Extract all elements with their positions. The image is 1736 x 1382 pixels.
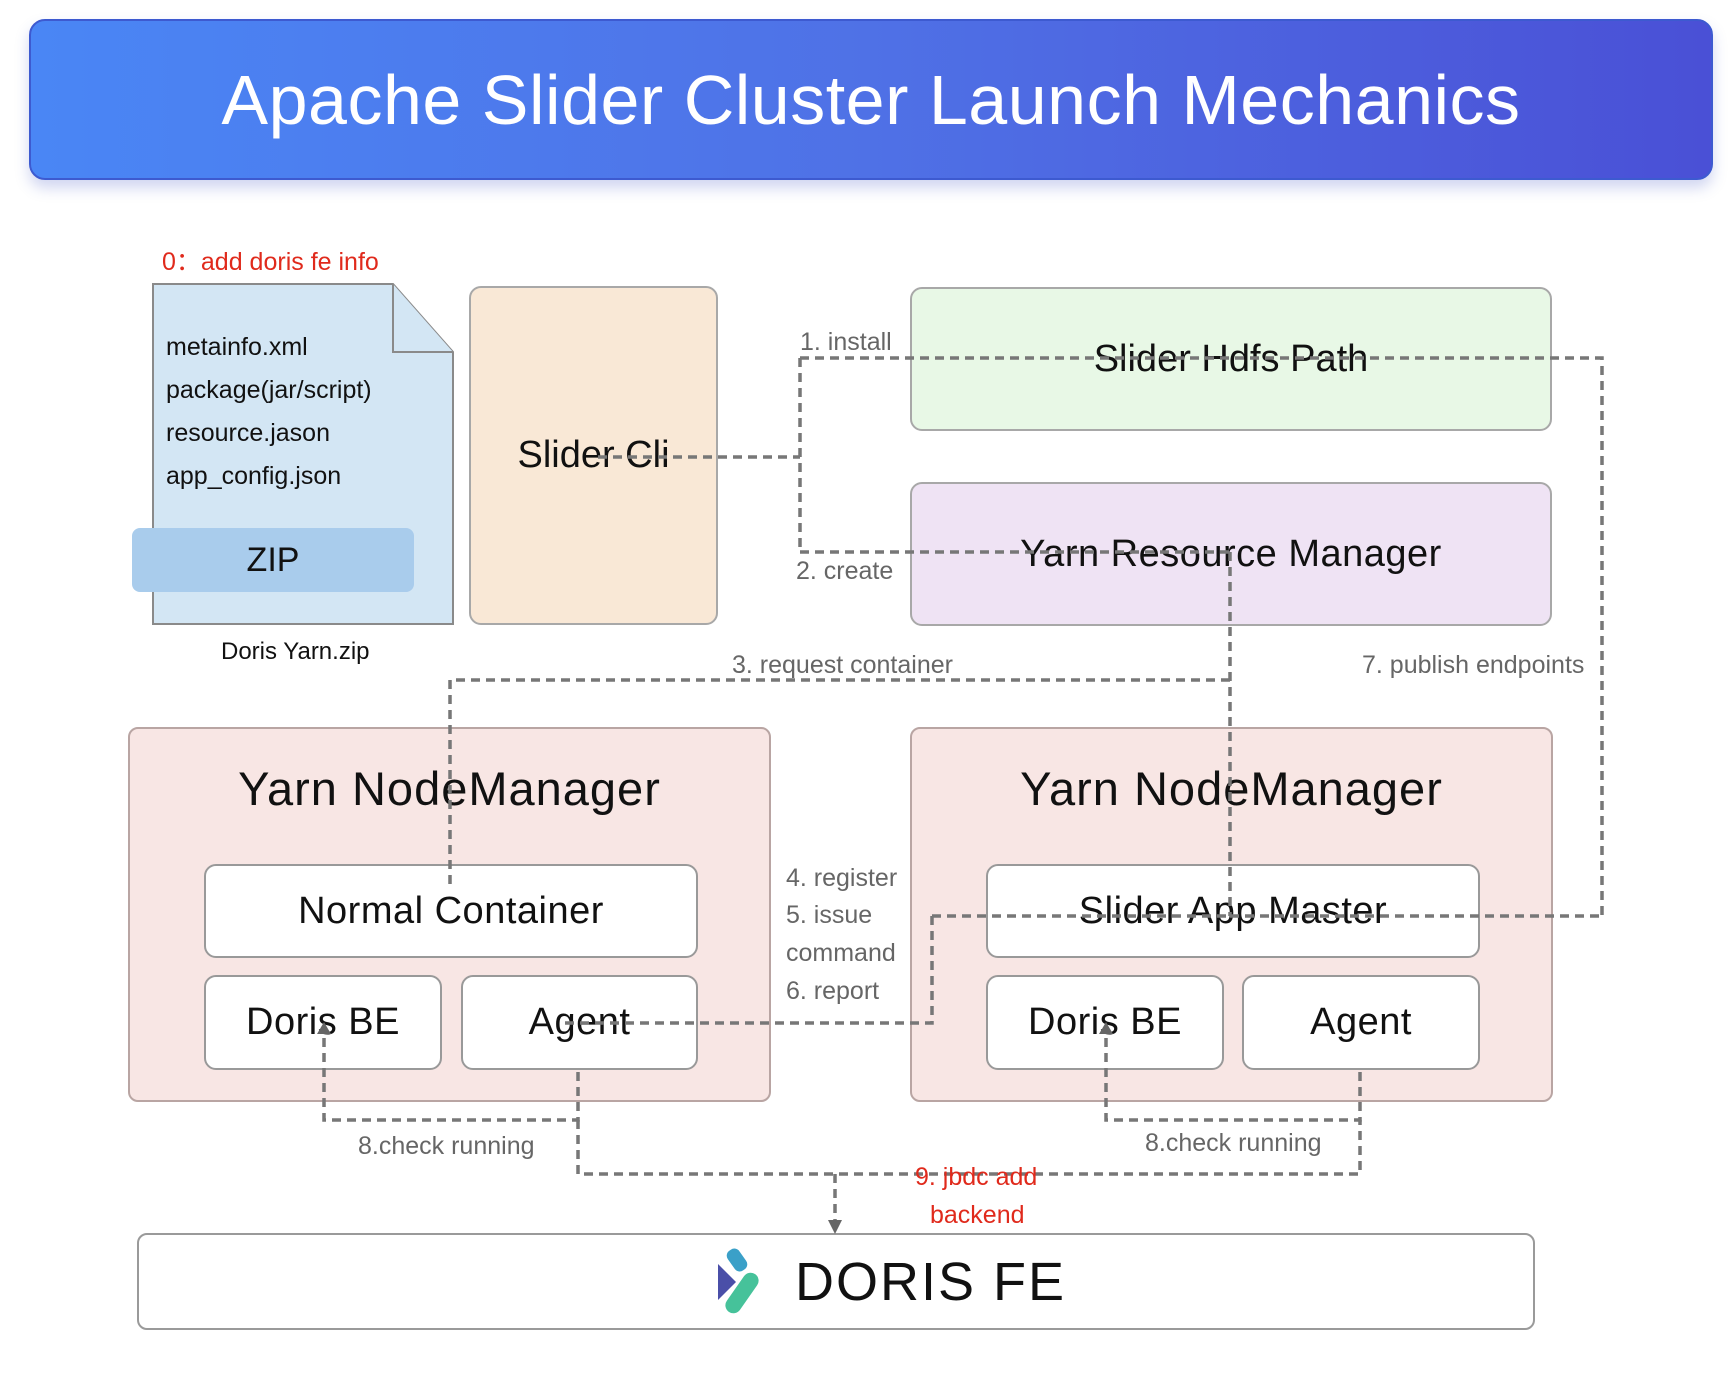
arrow-down-fe-icon — [828, 1220, 842, 1234]
step-create-label: 2. create — [796, 557, 894, 585]
page-title: Apache Slider Cluster Launch Mechanics — [221, 60, 1521, 139]
package-file: metainfo.xml — [166, 333, 308, 361]
step-report-label: 6. report — [786, 977, 880, 1005]
step-check-left-label: 8.check running — [358, 1132, 535, 1160]
step-jdbc-label-2: backend — [930, 1201, 1025, 1229]
arrow-up-be-left-icon — [317, 1022, 331, 1034]
hdfs-path-box: Slider Hdfs Path — [910, 287, 1552, 431]
step-request-label: 3. request container — [732, 651, 953, 679]
install-and-publish-line — [800, 356, 1604, 916]
agent-right-label: Agent — [1310, 1001, 1412, 1043]
title-banner: Apache Slider Cluster Launch Mechanics — [29, 19, 1713, 180]
arrow-up-be-right-icon — [1099, 1022, 1113, 1034]
step-publish-label: 7. publish endpoints — [1362, 651, 1585, 679]
step-jdbc-label-1: 9. jbdc add — [915, 1163, 1038, 1191]
doris-be-right-label: Doris BE — [1028, 1001, 1182, 1043]
app-master-box: Slider App Master — [986, 864, 1480, 958]
step-register-label: 4. register — [786, 864, 898, 892]
zip-badge: ZIP — [132, 528, 414, 592]
hdfs-path-label: Slider Hdfs Path — [1093, 337, 1369, 380]
app-master-label: Slider App Master — [1078, 889, 1388, 932]
jdbc-line — [576, 1120, 1362, 1176]
agent-right-box: Agent — [1242, 975, 1480, 1070]
doris-logo-icon — [718, 1248, 759, 1314]
package-file: package(jar/script) — [166, 376, 372, 404]
package-file: app_config.json — [166, 462, 342, 490]
doris-be-left-label: Doris BE — [246, 1001, 400, 1043]
doris-fe-box — [137, 1233, 1535, 1330]
check-running-right-line — [1104, 1027, 1362, 1122]
step-command-label: command — [786, 939, 896, 967]
check-running-left-line — [322, 1027, 580, 1122]
register-line — [560, 914, 1230, 1025]
step-0-note: 0：add doris fe info — [162, 248, 379, 276]
step-issue-label: 5. issue — [786, 901, 873, 929]
normal-container-label: Normal Container — [298, 889, 604, 932]
step-check-right-label: 8.check running — [1145, 1129, 1322, 1157]
package-caption: Doris Yarn.zip — [221, 638, 370, 665]
request-container-line — [448, 678, 1230, 884]
slider-cli-label: Slider Cli — [517, 434, 670, 476]
package-file: resource.jason — [166, 419, 330, 447]
doris-fe-label: DORIS FE — [795, 1252, 1067, 1312]
zip-label: ZIP — [246, 540, 300, 579]
step-install-label: 1. install — [800, 328, 892, 356]
